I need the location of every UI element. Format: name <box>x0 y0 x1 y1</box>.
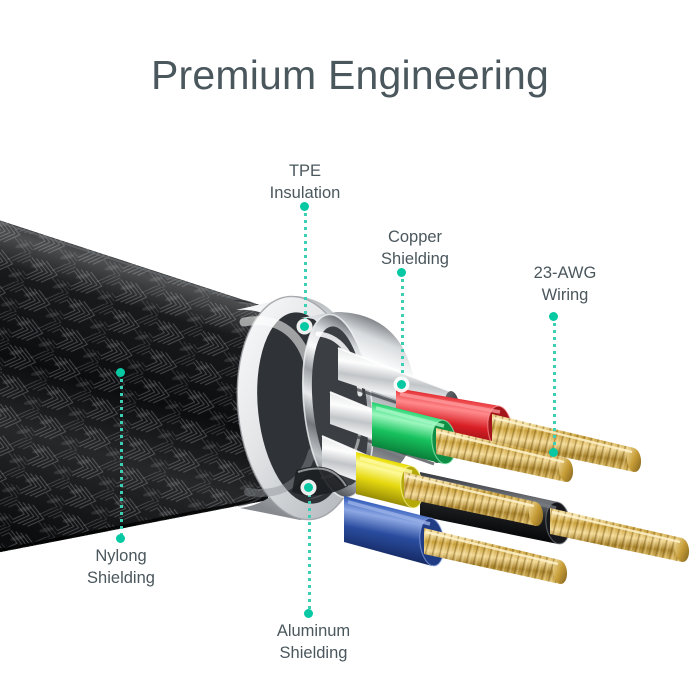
callout-line-1: 23-AWG <box>533 264 597 282</box>
green-wire-gold-conductor <box>436 428 574 482</box>
leader-line-aluminum-shielding <box>308 487 311 613</box>
leader-dot-end-aluminum-shielding <box>304 609 313 618</box>
callout-label-awg-wiring: 23-AWG Wiring <box>500 262 630 306</box>
red-wire-gold-conductor <box>492 414 642 472</box>
leader-line-nylong-shielding <box>120 372 123 538</box>
leader-line-tpe-insulation <box>304 206 307 326</box>
blue-wire-gold-conductor <box>424 528 568 584</box>
callout-label-tpe-insulation: TPE Insulation <box>245 160 365 204</box>
callout-label-aluminum-shielding: Aluminum Shielding <box>246 620 381 664</box>
leader-dot-top-aluminum-shielding <box>304 483 313 492</box>
callout-line-2: Wiring <box>541 286 589 304</box>
callout-line-1: TPE <box>288 162 322 180</box>
leader-dot-end-copper-shielding <box>397 380 406 389</box>
leader-dot-top-awg-wiring <box>549 312 558 321</box>
leader-dot-end-tpe-insulation <box>300 322 309 331</box>
leader-dot-end-nylong-shielding <box>116 534 125 543</box>
leader-line-copper-shielding <box>401 272 404 384</box>
leader-line-awg-wiring <box>553 316 556 452</box>
callout-line-1: Nylong <box>95 547 147 565</box>
black-wire-gold-conductor <box>550 508 690 562</box>
callout-line-2: Shielding <box>87 569 155 587</box>
page-title: Premium Engineering <box>150 52 550 98</box>
callout-line-1: Copper <box>387 228 443 246</box>
callout-line-1: Aluminum <box>276 622 351 640</box>
leader-dot-top-tpe-insulation <box>300 202 309 211</box>
leader-dot-top-copper-shielding <box>397 268 406 277</box>
yellow-wire-gold-conductor <box>404 472 544 526</box>
callout-line-2: Shielding <box>381 250 449 268</box>
callout-line-2: Shielding <box>279 644 348 662</box>
callout-label-nylong-shielding: Nylong Shielding <box>56 545 186 589</box>
callout-line-2: Insulation <box>269 184 341 202</box>
leader-dot-end-awg-wiring <box>549 448 558 457</box>
leader-dot-top-nylong-shielding <box>116 368 125 377</box>
callout-label-copper-shielding: Copper Shielding <box>350 226 480 270</box>
